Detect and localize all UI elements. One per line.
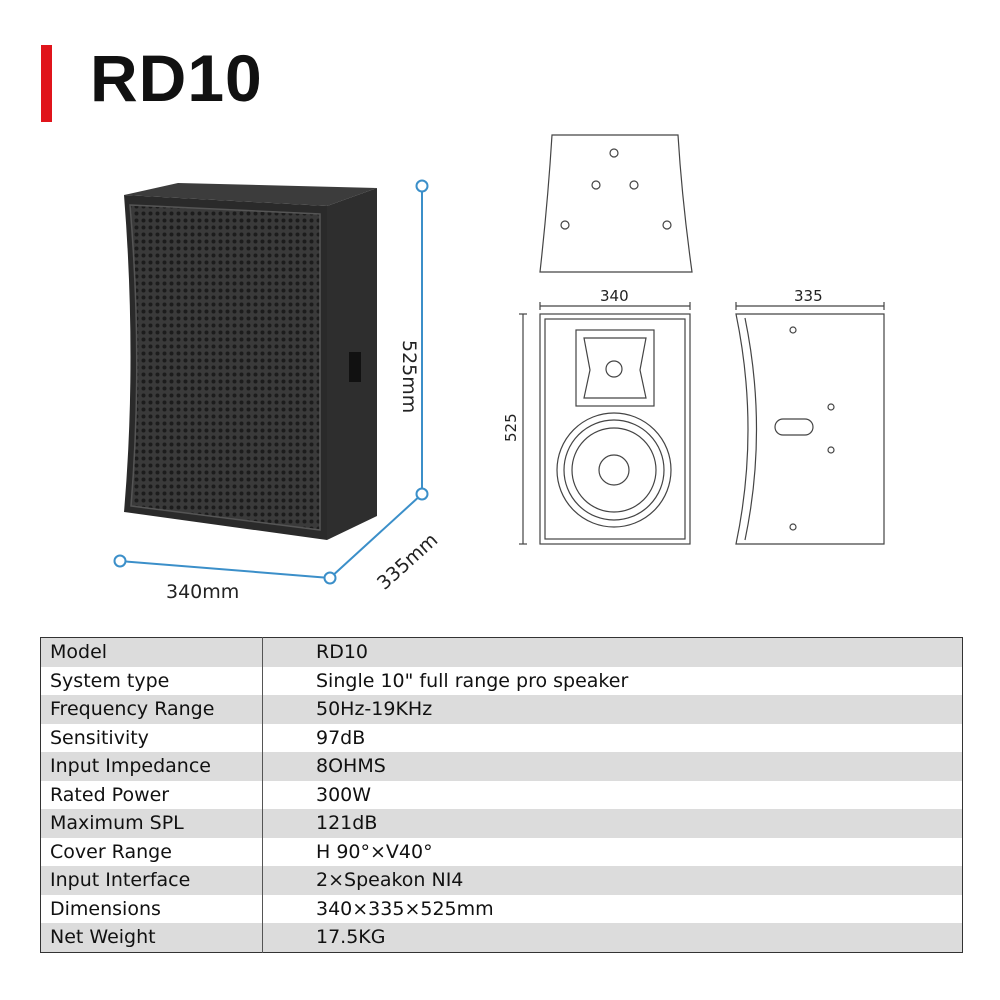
dimension-lines	[113, 179, 429, 585]
spec-label: Net Weight	[40, 923, 263, 952]
spec-value: 8OHMS	[262, 752, 963, 781]
spec-value: 50Hz-19KHz	[262, 695, 963, 724]
spec-label: Rated Power	[40, 780, 263, 809]
table-row: Dimensions 340×335×525mm	[40, 894, 963, 923]
page-title: RD10	[90, 41, 263, 115]
spec-value: RD10	[262, 637, 963, 667]
spec-label: Frequency Range	[40, 695, 263, 724]
width-dimension-label: 340mm	[166, 581, 240, 603]
spec-label: System type	[40, 666, 263, 695]
table-row: Cover Range H 90°×V40°	[40, 837, 963, 866]
side-depth-label: 335	[794, 287, 823, 305]
spec-value: H 90°×V40°	[262, 837, 963, 866]
spec-label: Input Interface	[40, 866, 263, 895]
spec-value: 2×Speakon NI4	[262, 866, 963, 895]
table-row: Frequency Range 50Hz-19KHz	[40, 695, 963, 724]
height-dimension-label: 525mm	[398, 340, 420, 414]
table-row: Sensitivity 97dB	[40, 723, 963, 752]
table-row: Rated Power 300W	[40, 780, 963, 809]
speaker-photo	[124, 183, 377, 540]
spec-label: Dimensions	[40, 894, 263, 923]
table-row: System type Single 10" full range pro sp…	[40, 666, 963, 695]
side-view-drawing	[735, 302, 885, 545]
table-row: Net Weight 17.5KG	[40, 923, 963, 952]
product-drawings	[113, 134, 885, 585]
front-view-drawing	[519, 302, 691, 545]
spec-label: Model	[40, 637, 263, 667]
front-height-label: 525	[502, 413, 520, 442]
table-row: Input Interface 2×Speakon NI4	[40, 866, 963, 895]
spec-value: 121dB	[262, 809, 963, 838]
table-row: Maximum SPL 121dB	[40, 809, 963, 838]
table-row: Input Impedance 8OHMS	[40, 752, 963, 781]
table-row: Model RD10	[40, 637, 963, 667]
spec-value: 97dB	[262, 723, 963, 752]
front-width-label: 340	[600, 287, 629, 305]
title-accent-bar	[41, 45, 52, 122]
top-view-drawing	[539, 134, 693, 273]
spec-label: Cover Range	[40, 837, 263, 866]
spec-label: Input Impedance	[40, 752, 263, 781]
specs-table: Model RD10 System type Single 10" full r…	[40, 637, 963, 953]
spec-label: Maximum SPL	[40, 809, 263, 838]
spec-value: 17.5KG	[262, 923, 963, 952]
spec-value: 340×335×525mm	[262, 894, 963, 923]
spec-value: Single 10" full range pro speaker	[262, 666, 963, 695]
spec-label: Sensitivity	[40, 723, 263, 752]
spec-value: 300W	[262, 780, 963, 809]
